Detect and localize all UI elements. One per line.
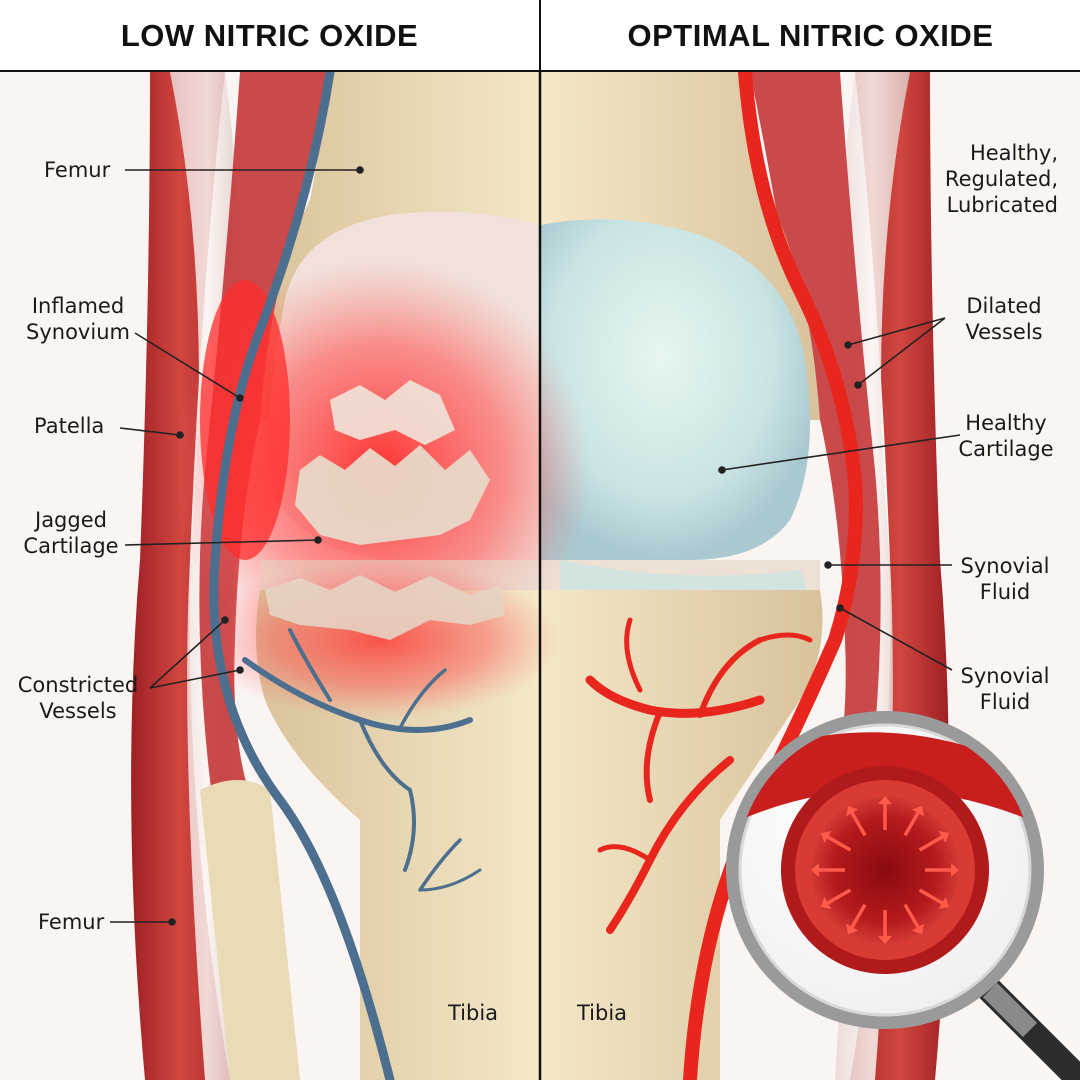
label-healthy-cartilage-line1: Healthy [950,410,1062,436]
label-state-line3: Lubricated [930,192,1058,218]
label-synovial-fluid-2: Synovial Fluid [952,663,1058,715]
label-synovial-fluid-1-line1: Synovial [952,553,1058,579]
label-constricted-vessels: Constricted Vessels [8,672,148,724]
label-femur-bottom: Femur [38,909,104,935]
label-jagged-cartilage-line1: Jagged [16,507,126,533]
label-dilated-vessels-line2: Vessels [948,319,1060,345]
label-tibia-right: Tibia [577,1000,627,1026]
label-dilated-vessels-line1: Dilated [948,293,1060,319]
label-synovial-fluid-2-line2: Fluid [952,689,1058,715]
label-jagged-cartilage: Jagged Cartilage [16,507,126,559]
label-tibia-left: Tibia [448,1000,498,1026]
label-inflamed-synovium: Inflamed Synovium [18,293,138,345]
label-femur-top: Femur [44,157,110,183]
label-healthy-cartilage-line2: Cartilage [950,436,1062,462]
label-synovial-fluid-1-line2: Fluid [952,579,1058,605]
label-synovial-fluid-2-line1: Synovial [952,663,1058,689]
label-inflamed-synovium-line2: Synovium [18,319,138,345]
label-jagged-cartilage-line2: Cartilage [16,533,126,559]
label-patella: Patella [34,413,104,439]
label-constricted-vessels-line2: Vessels [8,698,148,724]
header-divider [0,70,1080,72]
label-inflamed-synovium-line1: Inflamed [18,293,138,319]
header-low-nitric-oxide: LOW NITRIC OXIDE [0,0,539,72]
header-optimal-nitric-oxide: OPTIMAL NITRIC OXIDE [541,0,1080,72]
label-healthy-cartilage: Healthy Cartilage [950,410,1062,462]
label-state-line1: Healthy, [930,140,1058,166]
label-constricted-vessels-line1: Constricted [8,672,148,698]
label-state-line2: Regulated, [930,166,1058,192]
label-synovial-fluid-1: Synovial Fluid [952,553,1058,605]
label-healthy-regulated-lubricated: Healthy, Regulated, Lubricated [930,140,1058,218]
label-dilated-vessels: Dilated Vessels [948,293,1060,345]
